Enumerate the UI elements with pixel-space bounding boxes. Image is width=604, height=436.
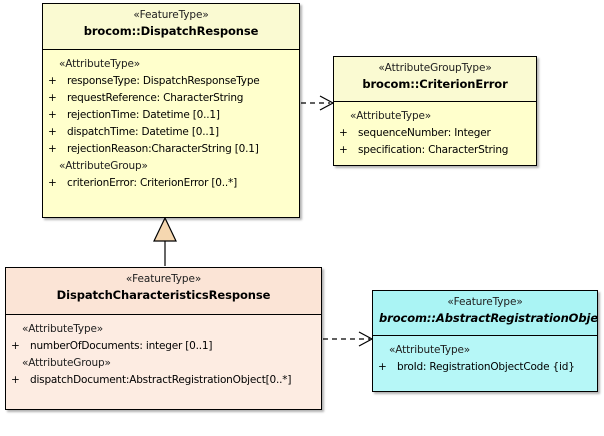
class-header-abstract-registration-object: «FeatureType» brocom::AbstractRegistrati… (373, 291, 597, 336)
class-header-dispatch-response: «FeatureType» brocom::DispatchResponse (43, 4, 299, 50)
class-box-abstract-registration-object[interactable]: «FeatureType» brocom::AbstractRegistrati… (372, 290, 598, 392)
attribute-label: specification: CharacterString (358, 144, 509, 156)
attribute-group-label: «AttributeGroup» (59, 160, 148, 172)
attribute-label: broId: RegistrationObjectCode {id} (397, 361, 575, 373)
class-name: brocom::DispatchResponse (83, 24, 259, 38)
attribute-label: sequenceNumber: Integer (358, 127, 491, 139)
class-box-dispatch-characteristics-response[interactable]: «FeatureType» DispatchCharacteristicsRes… (5, 267, 322, 410)
attribute-row[interactable]: + specification: CharacterString (336, 142, 534, 159)
attribute-label: criterionError: CriterionError [0..*] (67, 177, 237, 189)
attribute-label: rejectionTime: Datetime [0..1] (67, 109, 220, 121)
attribute-row[interactable]: + rejectionTime: Datetime [0..1] (45, 107, 297, 124)
visibility-marker: + (11, 340, 20, 352)
attribute-label: rejectionReason:CharacterString [0.1] (67, 143, 259, 155)
attribute-group-label: «AttributeType» (22, 323, 104, 335)
visibility-marker: + (378, 361, 387, 373)
dependency-arrowhead-1 (319, 95, 335, 111)
attribute-label: responseType: DispatchResponseType (67, 75, 260, 87)
visibility-marker: + (48, 109, 57, 121)
class-name: DispatchCharacteristicsResponse (56, 288, 271, 302)
attribute-row[interactable]: + sequenceNumber: Integer (336, 125, 534, 142)
visibility-marker: + (339, 127, 348, 139)
class-body-dispatch-response: «AttributeType» + responseType: Dispatch… (43, 50, 299, 197)
class-body-dispatch-characteristics-response: «AttributeType» + numberOfDocuments: int… (6, 315, 321, 394)
generalization-dispatch-characteristics-to-dispatch-response[interactable] (153, 216, 177, 266)
visibility-marker: + (48, 143, 57, 155)
attribute-row[interactable]: + rejectionReason:CharacterString [0.1] (45, 141, 297, 158)
visibility-marker: + (48, 75, 57, 87)
class-header-criterion-error: «AttributeGroupType» brocom::CriterionEr… (334, 57, 536, 102)
attribute-group-label: «AttributeGroup» (22, 357, 111, 369)
dependency-arrowhead-2 (358, 331, 374, 347)
dependency-dispatch-response-to-criterion-error[interactable] (301, 95, 335, 111)
generalization-triangle (153, 216, 177, 242)
visibility-marker: + (48, 177, 57, 189)
attribute-row[interactable]: + dispatchDocument:AbstractRegistrationO… (8, 372, 319, 389)
class-stereotype: «FeatureType» (125, 273, 202, 285)
attribute-group-label: «AttributeType» (59, 58, 141, 70)
visibility-marker: + (48, 126, 57, 138)
attribute-label: dispatchTime: Datetime [0..1] (67, 126, 219, 138)
class-box-criterion-error[interactable]: «AttributeGroupType» brocom::CriterionEr… (333, 56, 537, 166)
attribute-row[interactable]: + requestReference: CharacterString (45, 90, 297, 107)
visibility-marker: + (48, 92, 57, 104)
class-name: brocom::AbstractRegistrationObject (379, 311, 598, 325)
attribute-row[interactable]: + dispatchTime: Datetime [0..1] (45, 124, 297, 141)
attribute-group-label: «AttributeType» (389, 344, 471, 356)
class-body-criterion-error: «AttributeType» + sequenceNumber: Intege… (334, 102, 536, 164)
class-stereotype: «AttributeGroupType» (378, 62, 492, 74)
attribute-label: requestReference: CharacterString (67, 92, 244, 104)
attribute-row[interactable]: + numberOfDocuments: integer [0..1] (8, 338, 319, 355)
dependency-dispatch-characteristics-to-abstract-registration[interactable] (323, 331, 374, 347)
attribute-label: dispatchDocument:AbstractRegistrationObj… (30, 374, 292, 386)
class-stereotype: «FeatureType» (133, 9, 209, 21)
class-box-dispatch-response[interactable]: «FeatureType» brocom::DispatchResponse «… (42, 3, 300, 218)
class-stereotype: «FeatureType» (447, 296, 523, 308)
class-body-abstract-registration-object: «AttributeType» + broId: RegistrationObj… (373, 336, 597, 381)
attribute-row[interactable]: + responseType: DispatchResponseType (45, 73, 297, 90)
attribute-group-label: «AttributeType» (350, 110, 432, 122)
class-name: brocom::CriterionError (362, 77, 508, 91)
class-header-dispatch-characteristics-response: «FeatureType» DispatchCharacteristicsRes… (6, 268, 321, 315)
visibility-marker: + (11, 374, 20, 386)
attribute-row[interactable]: + broId: RegistrationObjectCode {id} (375, 359, 595, 376)
attribute-row[interactable]: + criterionError: CriterionError [0..*] (45, 175, 297, 192)
attribute-label: numberOfDocuments: integer [0..1] (30, 340, 213, 352)
visibility-marker: + (339, 144, 348, 156)
